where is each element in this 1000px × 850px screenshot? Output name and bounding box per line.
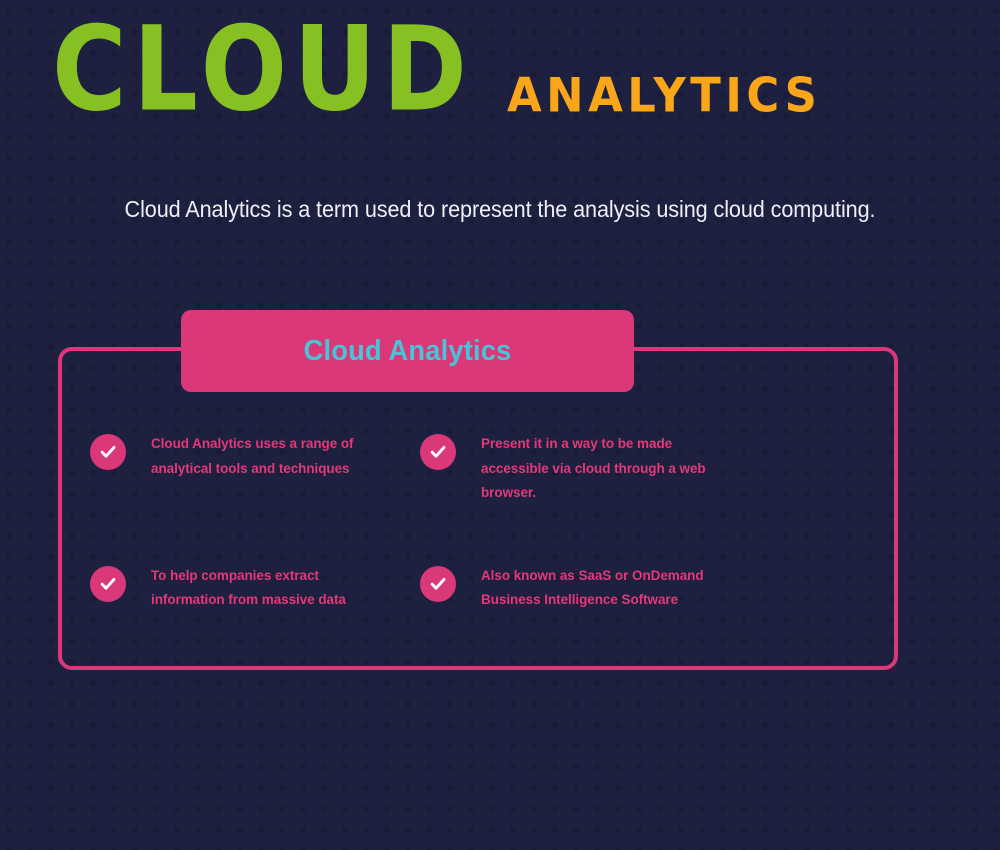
list-item: Cloud Analytics uses a range of analytic… [90, 432, 420, 506]
logo-primary-text: CLOUD [52, 1, 474, 138]
check-circle-icon [420, 565, 456, 602]
list-item-label: To help companies extract information fr… [151, 567, 346, 609]
list-item-label: Cloud Analytics uses a range of analytic… [151, 436, 354, 477]
subtitle-text: Cloud Analytics is a term used to repres… [124, 196, 876, 222]
list-item-label: Present it in a way to be made accessibl… [481, 436, 706, 501]
bullet-list: Cloud Analytics uses a range of analytic… [90, 432, 880, 613]
logo: CLOUD ANALYTICS [52, 11, 817, 128]
list-item-label: Also known as SaaS or OnDemand Business … [481, 567, 704, 609]
panel-title: Cloud Analytics [303, 334, 512, 367]
list-item: Present it in a way to be made accessibl… [420, 432, 750, 506]
check-circle-icon [90, 565, 126, 602]
list-item: Also known as SaaS or OnDemand Business … [420, 564, 750, 613]
list-item: To help companies extract information fr… [90, 564, 420, 613]
check-circle-icon [90, 434, 126, 470]
check-circle-icon [420, 434, 456, 470]
header: CLOUD ANALYTICS [0, 0, 1000, 160]
logo-secondary-text: ANALYTICS [507, 69, 822, 124]
panel-banner: Cloud Analytics [181, 310, 634, 392]
